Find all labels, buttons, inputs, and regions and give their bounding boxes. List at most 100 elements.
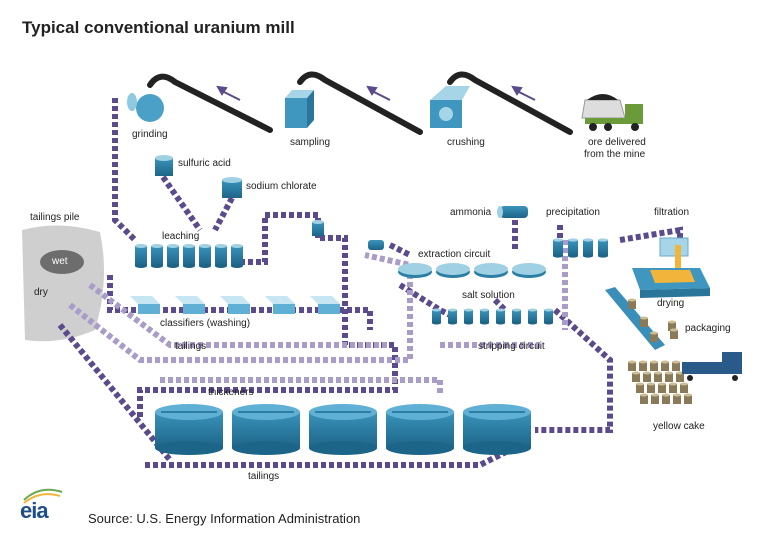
stripping-tank <box>496 308 505 325</box>
stripping-tank <box>512 308 521 325</box>
drum <box>632 371 640 382</box>
label-extraction-circuit: extraction circuit <box>418 249 491 260</box>
label-salt-solution: salt solution <box>462 290 515 301</box>
drum <box>668 320 676 331</box>
stripping-tank <box>464 308 473 325</box>
stripping-tank <box>528 308 537 325</box>
label-packaging: packaging <box>685 323 731 334</box>
extraction-circuit-discs <box>398 263 546 278</box>
drum <box>662 393 670 404</box>
extraction-disc <box>436 263 470 278</box>
classifier-unit <box>130 296 160 314</box>
extraction-feed-icon <box>368 240 384 250</box>
crusher-icon <box>430 86 470 128</box>
drum <box>650 360 658 371</box>
conveyor-arrows <box>216 85 536 101</box>
leaching-tanks <box>135 244 243 268</box>
thickener-tank <box>155 404 223 455</box>
precipitation-tank <box>598 238 608 258</box>
drum <box>672 360 680 371</box>
leaching-tank <box>183 244 195 268</box>
label-stripping-circuit: stripping circuit <box>478 341 545 352</box>
source-note: Source: U.S. Energy Information Administ… <box>88 511 361 526</box>
thickener-tank <box>309 404 377 455</box>
stripping-tank <box>432 308 441 325</box>
drum <box>640 393 648 404</box>
drum <box>665 371 673 382</box>
stripping-tank <box>480 308 489 325</box>
thickener-tank <box>386 404 454 455</box>
packaging-conveyor-icon <box>605 287 678 350</box>
leaching-tank <box>231 244 243 268</box>
classifier-unit <box>310 296 340 314</box>
label-dry: dry <box>34 287 48 298</box>
label-ore-line2: from the mine <box>584 149 646 160</box>
leaching-tank <box>151 244 163 268</box>
ore-truck-icon <box>581 94 643 131</box>
label-leaching: leaching <box>162 231 200 242</box>
flow-lines-light <box>68 240 568 395</box>
drum <box>680 382 688 393</box>
diagram-title: Typical conventional uranium mill <box>22 18 295 37</box>
drum <box>628 360 636 371</box>
label-drying: drying <box>657 298 685 309</box>
label-classifiers: classifiers (washing) <box>160 318 251 329</box>
leaching-tank <box>215 244 227 268</box>
label-ore-line1: ore delivered <box>588 137 646 148</box>
label-tailings-pile: tailings pile <box>30 212 80 223</box>
sulfuric-acid-tank-icon <box>155 155 173 176</box>
drum <box>651 393 659 404</box>
process-tank-icon <box>312 220 324 236</box>
drum <box>647 382 655 393</box>
label-tailings-bottom: tailings <box>248 471 280 482</box>
drum <box>650 331 658 342</box>
delivery-truck-icon <box>682 352 742 381</box>
leaching-tank <box>135 244 147 268</box>
precipitation-tanks <box>553 238 608 258</box>
drum <box>673 393 681 404</box>
label-sampling: sampling <box>290 137 331 148</box>
extraction-disc <box>512 263 546 278</box>
thickener-tanks <box>155 404 531 455</box>
grinding-mill-icon <box>127 93 164 122</box>
drum <box>654 371 662 382</box>
label-crushing: crushing <box>447 137 485 148</box>
label-wet: wet <box>52 256 68 267</box>
stripping-circuit-tanks <box>432 308 553 325</box>
sodium-chlorate-tank-icon <box>222 177 242 198</box>
label-tailings-mid: tailings <box>175 341 207 352</box>
label-precipitation: precipitation <box>546 207 600 218</box>
leaching-tank <box>167 244 179 268</box>
tailings-pile-icon <box>22 225 104 342</box>
thickener-tank <box>232 404 300 455</box>
eia-logo: eia <box>20 498 49 523</box>
stripping-tank <box>448 308 457 325</box>
conveyor-belts <box>147 71 573 135</box>
extraction-disc <box>398 263 432 278</box>
drum <box>639 360 647 371</box>
drum <box>684 393 692 404</box>
eia-logo-swoosh-icon <box>23 488 63 504</box>
drum <box>661 360 669 371</box>
yellow-cake-drums-icon <box>628 360 692 404</box>
classifier-unit <box>265 296 295 314</box>
label-ammonia: ammonia <box>450 207 492 218</box>
label-sulfuric-acid: sulfuric acid <box>178 158 231 169</box>
drum <box>636 382 644 393</box>
label-filtration: filtration <box>654 207 690 218</box>
ammonia-tank-icon <box>497 206 528 218</box>
precipitation-tank <box>553 238 563 258</box>
classifier-unit <box>175 296 205 314</box>
precipitation-tank <box>568 238 578 258</box>
classifier-units <box>130 296 340 314</box>
filtration-unit-icon <box>659 237 689 273</box>
stripping-tank <box>544 308 553 325</box>
leaching-tank <box>199 244 211 268</box>
extraction-disc <box>474 263 508 278</box>
drum <box>640 316 648 327</box>
drum <box>658 382 666 393</box>
drying-unit-icon <box>632 268 710 298</box>
drum <box>669 382 677 393</box>
